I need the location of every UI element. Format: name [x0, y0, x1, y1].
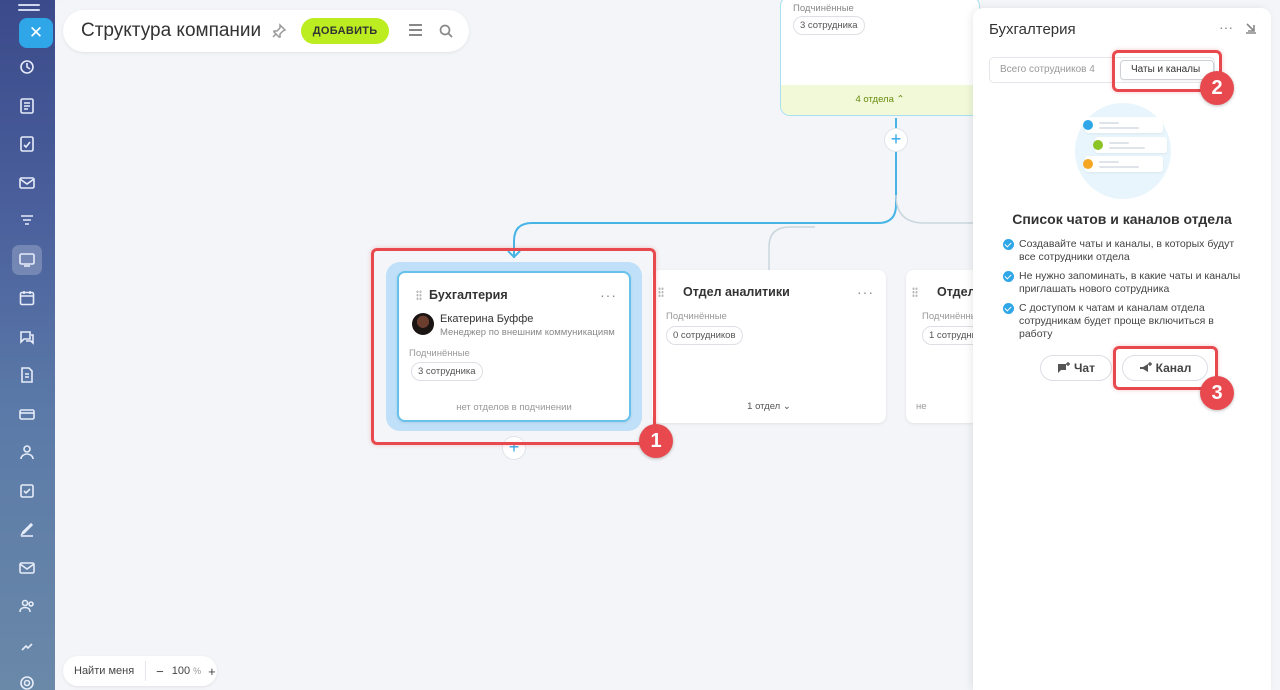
highlight-box-1: [371, 248, 656, 445]
checklist-icon[interactable]: [12, 476, 42, 506]
subdepartments-toggle[interactable]: 1 отдел ⌄: [747, 401, 791, 412]
step-badge-1: 1: [639, 424, 673, 458]
find-me-button[interactable]: Найти меня: [74, 665, 135, 677]
zoom-bar: Найти меня − 100 % +: [63, 656, 217, 686]
department-name: Отдел: [937, 285, 976, 299]
department-head[interactable]: Екатерина Буффе Менеджер по внешним комм…: [412, 313, 620, 338]
connector-lines: [507, 118, 985, 270]
more-icon[interactable]: ···: [857, 284, 874, 300]
drag-handle-icon[interactable]: [416, 290, 422, 301]
subordinates-label: Подчинённые: [666, 311, 727, 322]
list-item: С доступом к чатам и каналам отдела сотр…: [1003, 302, 1243, 341]
chats-illustration: [1075, 103, 1171, 199]
more-icon[interactable]: ···: [600, 287, 617, 303]
search-icon[interactable]: [438, 23, 454, 39]
check-icon: [1003, 271, 1014, 282]
document-icon[interactable]: [12, 360, 42, 390]
contacts-icon[interactable]: [12, 437, 42, 467]
zoom-value: 100: [171, 665, 191, 677]
add-subdepartment-button[interactable]: +: [884, 128, 908, 152]
employee-count-pill[interactable]: 3 сотрудника: [793, 16, 865, 35]
check-icon: [1003, 239, 1014, 250]
drag-handle-icon[interactable]: [912, 287, 918, 298]
head-name: Екатерина Буффе: [440, 313, 534, 325]
more-icon[interactable]: ···: [1219, 19, 1233, 35]
menu-icon[interactable]: [18, 4, 40, 18]
employee-count-pill[interactable]: 3 сотрудника: [411, 362, 483, 381]
collapse-icon[interactable]: [1245, 21, 1257, 34]
market-icon[interactable]: [12, 630, 42, 660]
parent-department-card[interactable]: Подчинённые 3 сотрудника 4 отдела ⌃: [780, 0, 980, 116]
settings-icon[interactable]: [12, 668, 42, 690]
subordinates-label: Подчинённые: [793, 3, 854, 14]
department-card-analytics[interactable]: Отдел аналитики ··· Подчинённые 0 сотруд…: [652, 270, 886, 423]
add-channel-button[interactable]: Канал: [1122, 355, 1208, 381]
mail-icon[interactable]: [12, 168, 42, 198]
avatar: [412, 313, 434, 335]
pin-icon[interactable]: [271, 23, 287, 39]
panel-title: Бухгалтерия: [989, 21, 1076, 38]
tab-chats-channels[interactable]: Чаты и каналы: [1120, 60, 1214, 80]
department-name: Отдел аналитики: [683, 285, 790, 299]
close-button[interactable]: ✕: [19, 18, 53, 48]
divider: [145, 661, 147, 681]
megaphone-plus-icon: [1139, 362, 1152, 372]
subdepartments-label: не: [916, 401, 927, 412]
subordinates-label: Подчинённые: [922, 311, 983, 322]
add-subdepartment-button[interactable]: +: [502, 436, 526, 460]
filter-icon[interactable]: [12, 206, 42, 236]
department-card-accounting[interactable]: Бухгалтерия ··· Екатерина Буффе Менеджер…: [397, 271, 631, 422]
chat-plus-icon: [1058, 362, 1070, 373]
employee-count-pill[interactable]: 1 сотрудник: [922, 326, 989, 345]
tasks-icon[interactable]: [12, 129, 42, 159]
check-icon: [1003, 303, 1014, 314]
add-button[interactable]: ДОБАВИТЬ: [301, 18, 390, 44]
zoom-in-button[interactable]: +: [208, 663, 216, 679]
chat-icon[interactable]: [12, 322, 42, 352]
department-side-panel: Бухгалтерия ··· Всего сотрудников 4 Чаты…: [973, 8, 1271, 690]
news-icon[interactable]: [12, 91, 42, 121]
zoom-out-button[interactable]: −: [156, 663, 164, 679]
users-icon[interactable]: [12, 591, 42, 621]
calendar-icon[interactable]: [12, 283, 42, 313]
chevron-down-icon: ⌄: [782, 401, 791, 412]
menu-icon[interactable]: [409, 23, 423, 39]
header-bar: Структура компании ДОБАВИТЬ: [63, 10, 469, 52]
feed-icon[interactable]: [12, 52, 42, 82]
subordinates-label: Подчинённые: [409, 348, 470, 359]
add-chat-button[interactable]: Чат: [1040, 355, 1112, 381]
left-sidebar: ✕: [0, 0, 55, 690]
panel-tabs: Всего сотрудников 4 Чаты и каналы: [989, 57, 1215, 83]
department-name: Бухгалтерия: [429, 288, 508, 302]
sign-icon[interactable]: [12, 514, 42, 544]
departments-toggle[interactable]: 4 отдела ⌃: [781, 85, 979, 115]
employee-count-pill[interactable]: 0 сотрудников: [666, 326, 743, 345]
feature-list: Создавайте чаты и каналы, в которых буду…: [1003, 238, 1243, 347]
step-badge-3: 3: [1200, 376, 1234, 410]
list-item: Не нужно запоминать, в какие чаты и кана…: [1003, 270, 1243, 296]
card-icon[interactable]: [12, 399, 42, 429]
panel-heading: Список чатов и каналов отдела: [1012, 211, 1232, 227]
page-title: Структура компании: [81, 20, 262, 41]
zoom-unit: %: [193, 666, 202, 676]
no-subdepartments-label: нет отделов в подчинении: [456, 402, 572, 413]
list-item: Создавайте чаты и каналы, в которых буду…: [1003, 238, 1243, 264]
step-badge-2: 2: [1200, 71, 1234, 105]
drag-handle-icon[interactable]: [658, 287, 664, 298]
highlight-box-3: [1113, 346, 1218, 390]
company-structure-icon[interactable]: [12, 244, 42, 275]
chevron-up-icon: ⌃: [896, 94, 905, 105]
tab-employees[interactable]: Всего сотрудников 4: [1000, 64, 1095, 75]
messages-icon[interactable]: [12, 553, 42, 583]
